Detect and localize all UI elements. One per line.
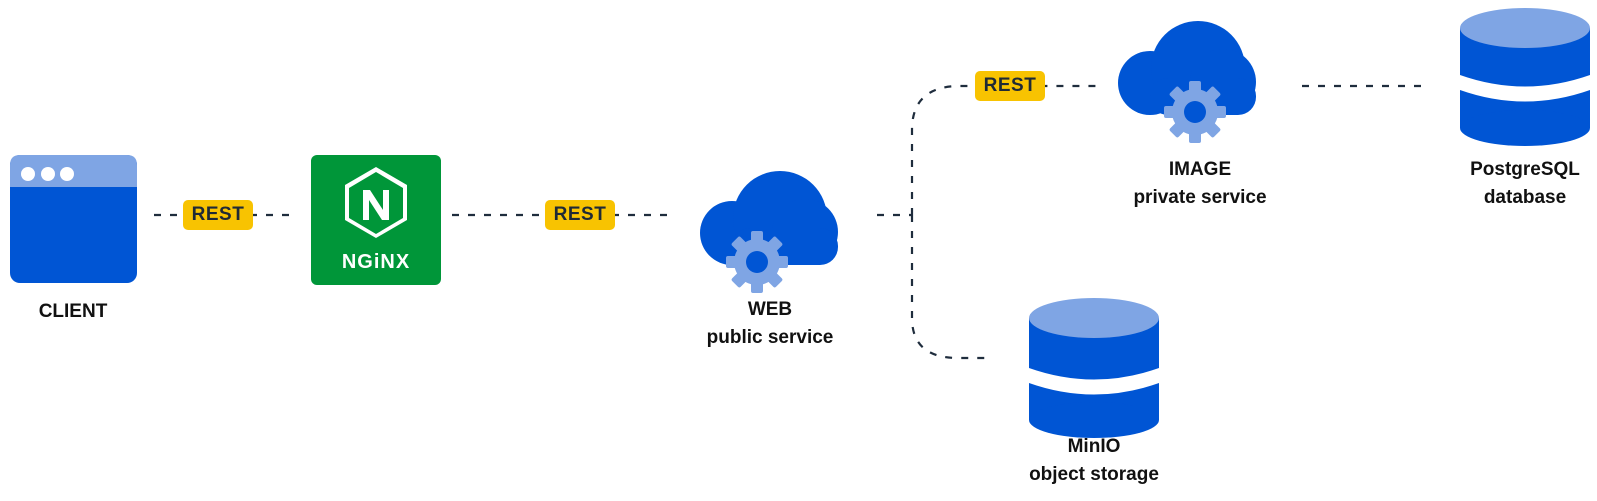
cloud-gear-icon	[1118, 21, 1256, 143]
browser-window-icon	[10, 155, 137, 283]
connector-junction-minio	[910, 215, 990, 360]
minio-title: MinIO	[1067, 436, 1121, 457]
postgres-title: PostgreSQL	[1470, 159, 1580, 180]
web-subtitle: public service	[706, 327, 834, 348]
client-label: CLIENT	[18, 298, 128, 326]
database-icon	[1029, 298, 1159, 438]
rest-tag-nginx-web: REST	[545, 200, 615, 230]
image-subtitle: private service	[1133, 187, 1267, 208]
image-title: IMAGE	[1168, 159, 1232, 180]
nginx-logo-text: NGiNX	[342, 251, 410, 273]
web-title: WEB	[747, 299, 793, 320]
postgres-label: PostgreSQL database	[1445, 156, 1597, 212]
web-label: WEB public service	[680, 296, 860, 352]
connector-junction-image	[910, 84, 1100, 215]
minio-subtitle: object storage	[1029, 464, 1159, 485]
client-title: CLIENT	[38, 301, 108, 322]
postgres-subtitle: database	[1483, 187, 1567, 208]
rest-tag-client-nginx: REST	[183, 200, 253, 230]
cloud-gear-icon	[700, 171, 838, 293]
minio-label: MinIO object storage	[1009, 433, 1179, 489]
database-icon	[1460, 8, 1590, 146]
rest-tag-web-image: REST	[975, 71, 1045, 101]
nginx-logo-icon	[311, 155, 441, 285]
image-label: IMAGE private service	[1105, 156, 1295, 212]
